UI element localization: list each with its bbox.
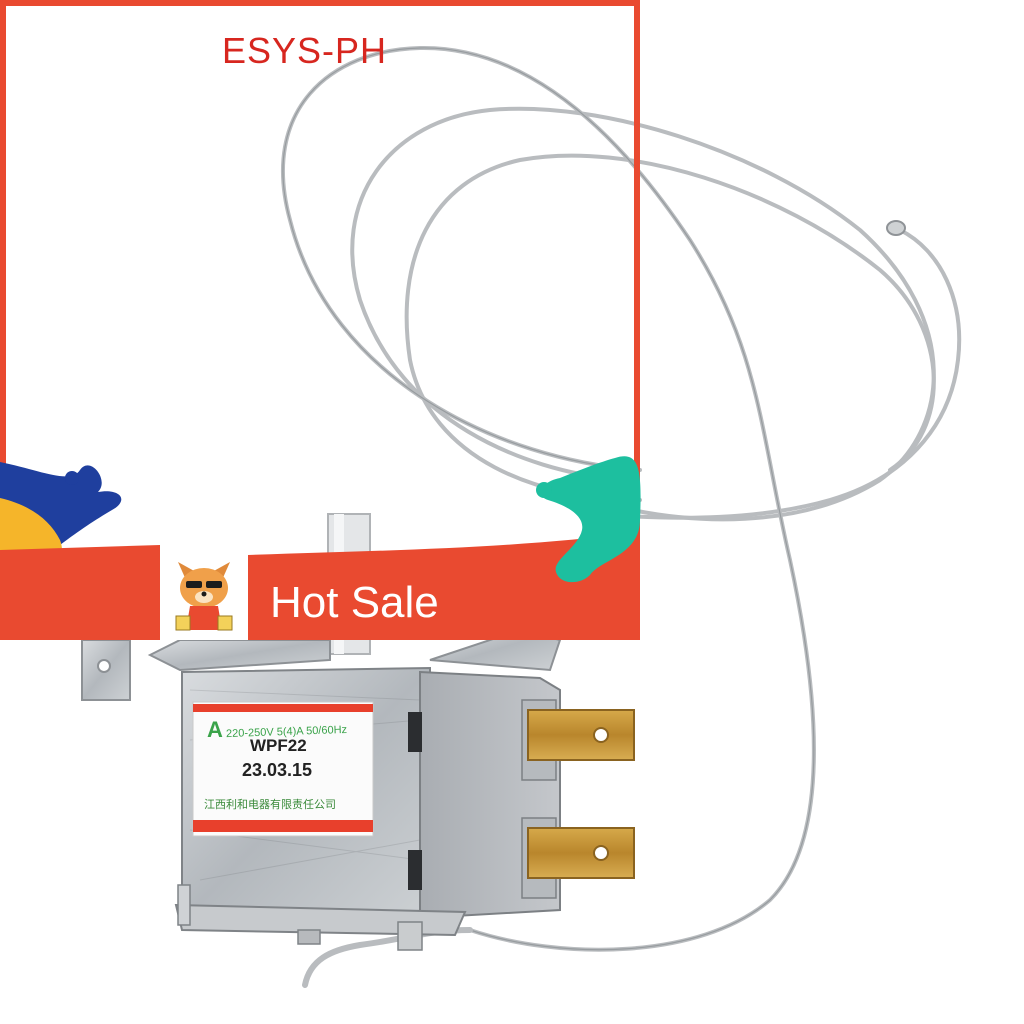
brand-watermark: ESYS-PH (222, 30, 388, 71)
label-manufacturer: 江西利和电器有限责任公司 (204, 799, 336, 811)
teal-splash (540, 456, 641, 583)
sensor-bulb (886, 220, 906, 236)
terminal-top (527, 709, 635, 761)
product-label (192, 701, 374, 837)
terminal-bottom (527, 827, 635, 879)
label-logo: A (207, 717, 223, 742)
dog-mascot-icon (160, 548, 248, 640)
label-model: WPF22 (250, 736, 307, 755)
banner-right (248, 532, 640, 640)
banner-left (0, 545, 160, 640)
hot-sale-label: Hot Sale (270, 578, 439, 627)
promo-frame (0, 0, 640, 640)
label-date-code: 23.03.15 (242, 760, 313, 780)
